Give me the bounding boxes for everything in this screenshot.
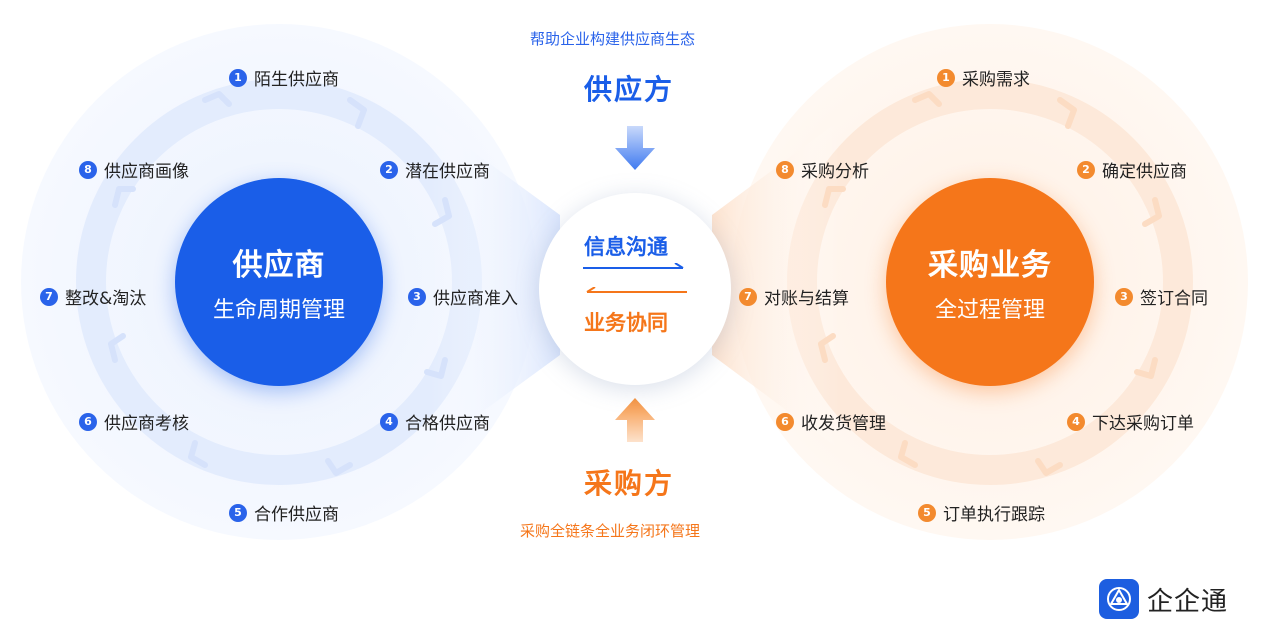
left-step-8: 8 供应商画像 bbox=[79, 157, 189, 182]
right-step-4: 4 下达采购订单 bbox=[1067, 409, 1194, 434]
step-label: 合作供应商 bbox=[254, 505, 339, 525]
step-number-badge: 7 bbox=[40, 287, 58, 306]
step-label: 下达采购订单 bbox=[1092, 414, 1194, 434]
step-number-badge: 4 bbox=[380, 412, 398, 431]
step-label: 供应商考核 bbox=[104, 414, 189, 434]
right-step-7: 7 对账与结算 bbox=[739, 284, 849, 309]
left-step-2: 2 潜在供应商 bbox=[380, 157, 490, 182]
procurement-process-title: 采购业务 bbox=[928, 248, 1052, 283]
right-step-3: 3 签订合同 bbox=[1115, 284, 1208, 309]
supplier-tagline: 帮助企业构建供应商生态 bbox=[530, 30, 696, 48]
procurement-process-circle: 采购业务 全过程管理 bbox=[886, 178, 1094, 386]
step-label: 陌生供应商 bbox=[254, 70, 339, 90]
step-number-badge: 8 bbox=[79, 160, 97, 179]
step-label: 订单执行跟踪 bbox=[943, 505, 1045, 525]
supplier-heading: 供应方 bbox=[584, 73, 675, 106]
step-label: 供应商画像 bbox=[104, 162, 189, 182]
step-label: 潜在供应商 bbox=[405, 162, 490, 182]
brand-logo: 企企通 bbox=[1099, 579, 1228, 619]
step-label: 收发货管理 bbox=[801, 414, 886, 434]
left-step-1: 1 陌生供应商 bbox=[229, 65, 339, 90]
step-number-badge: 6 bbox=[79, 412, 97, 431]
step-label: 采购需求 bbox=[962, 70, 1030, 90]
step-number-badge: 4 bbox=[1067, 412, 1085, 431]
step-label: 签订合同 bbox=[1140, 289, 1208, 309]
left-step-4: 4 合格供应商 bbox=[380, 409, 490, 434]
step-number-badge: 2 bbox=[380, 160, 398, 179]
left-step-3: 3 供应商准入 bbox=[408, 284, 518, 309]
step-number-badge: 6 bbox=[776, 412, 794, 431]
step-number-badge: 8 bbox=[776, 160, 794, 179]
step-number-badge: 5 bbox=[918, 503, 936, 522]
buyer-heading: 采购方 bbox=[584, 467, 675, 500]
step-number-badge: 1 bbox=[937, 68, 955, 87]
center-line-communication: 信息沟通 bbox=[584, 235, 668, 259]
left-step-7: 7 整改&淘汰 bbox=[40, 284, 146, 309]
step-number-badge: 3 bbox=[1115, 287, 1133, 306]
right-arrow-icon bbox=[583, 263, 684, 269]
right-step-5: 5 订单执行跟踪 bbox=[918, 500, 1045, 525]
supplier-lifecycle-subtitle: 生命周期管理 bbox=[212, 298, 345, 323]
brand-name: 企企通 bbox=[1147, 586, 1229, 617]
step-label: 确定供应商 bbox=[1102, 162, 1187, 182]
step-number-badge: 5 bbox=[229, 503, 247, 522]
right-step-8: 8 采购分析 bbox=[776, 157, 869, 182]
step-label: 对账与结算 bbox=[764, 289, 849, 309]
right-step-2: 2 确定供应商 bbox=[1077, 157, 1187, 182]
step-label: 采购分析 bbox=[801, 162, 869, 182]
step-label: 供应商准入 bbox=[433, 289, 518, 309]
left-arrow-icon bbox=[586, 287, 687, 293]
right-step-1: 1 采购需求 bbox=[937, 65, 1030, 90]
procurement-process-subtitle: 全过程管理 bbox=[934, 298, 1045, 323]
step-number-badge: 7 bbox=[739, 287, 757, 306]
center-line-collaboration: 业务协同 bbox=[584, 311, 668, 335]
supplier-lifecycle-circle: 供应商 生命周期管理 bbox=[175, 178, 383, 386]
left-step-6: 6 供应商考核 bbox=[79, 409, 189, 434]
step-number-badge: 1 bbox=[229, 68, 247, 87]
buyer-tagline: 采购全链条全业务闭环管理 bbox=[520, 522, 701, 540]
step-label: 整改&淘汰 bbox=[65, 289, 147, 309]
step-number-badge: 2 bbox=[1077, 160, 1095, 179]
center-circle: 信息沟通 业务协同 bbox=[539, 193, 731, 385]
left-step-5: 5 合作供应商 bbox=[229, 500, 339, 525]
step-label: 合格供应商 bbox=[405, 414, 490, 434]
brand-logo-icon bbox=[1099, 579, 1139, 619]
step-number-badge: 3 bbox=[408, 287, 426, 306]
right-step-6: 6 收发货管理 bbox=[776, 409, 886, 434]
supplier-lifecycle-title: 供应商 bbox=[232, 248, 326, 283]
